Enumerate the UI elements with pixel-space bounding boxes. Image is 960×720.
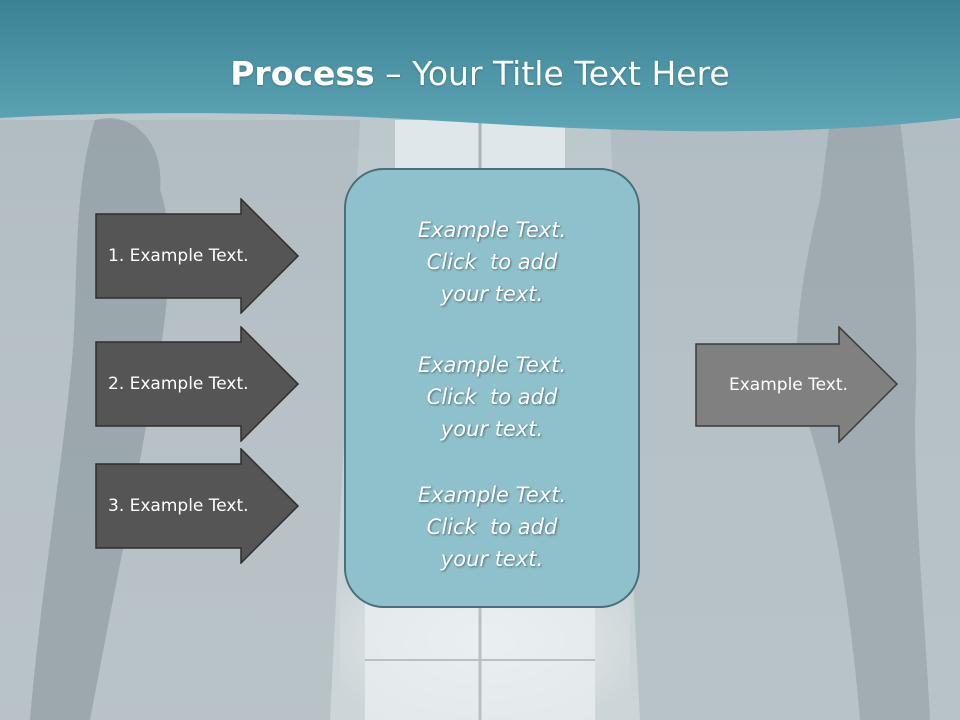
panel-line: your text.	[440, 417, 544, 441]
panel-text-block-1[interactable]: Example Text. Click to add your text.	[346, 214, 638, 310]
title-rest: – Your Title Text Here	[374, 54, 730, 93]
step-arrow-2[interactable]: 2. Example Text.	[95, 326, 300, 442]
arrow-shape	[695, 326, 899, 444]
panel-text-block-3[interactable]: Example Text. Click to add your text.	[346, 479, 638, 575]
result-arrow-label: Example Text.	[729, 375, 848, 395]
panel-line: Example Text.	[417, 218, 567, 242]
panel-line: Click to add	[426, 515, 558, 539]
result-arrow[interactable]: Example Text.	[695, 326, 900, 444]
panel-line: your text.	[440, 547, 544, 571]
arrow-shape	[95, 326, 300, 442]
panel-line: Click to add	[426, 385, 558, 409]
panel-line: Click to add	[426, 250, 558, 274]
panel-line: Example Text.	[417, 483, 567, 507]
panel-line: your text.	[440, 282, 544, 306]
step-arrow-label: 1. Example Text.	[108, 246, 249, 266]
step-arrow-3[interactable]: 3. Example Text.	[95, 448, 300, 564]
arrow-shape	[95, 448, 300, 564]
step-arrow-label: 2. Example Text.	[108, 374, 249, 394]
arrow-shape	[95, 198, 300, 314]
panel-line: Example Text.	[417, 353, 567, 377]
step-arrow-1[interactable]: 1. Example Text.	[95, 198, 300, 314]
step-arrow-label: 3. Example Text.	[108, 496, 249, 516]
slide-title[interactable]: Process – Your Title Text Here	[0, 52, 960, 96]
title-bold: Process	[230, 54, 375, 93]
center-text-panel[interactable]: Example Text. Click to add your text. Ex…	[344, 168, 640, 608]
panel-text-block-2[interactable]: Example Text. Click to add your text.	[346, 349, 638, 445]
